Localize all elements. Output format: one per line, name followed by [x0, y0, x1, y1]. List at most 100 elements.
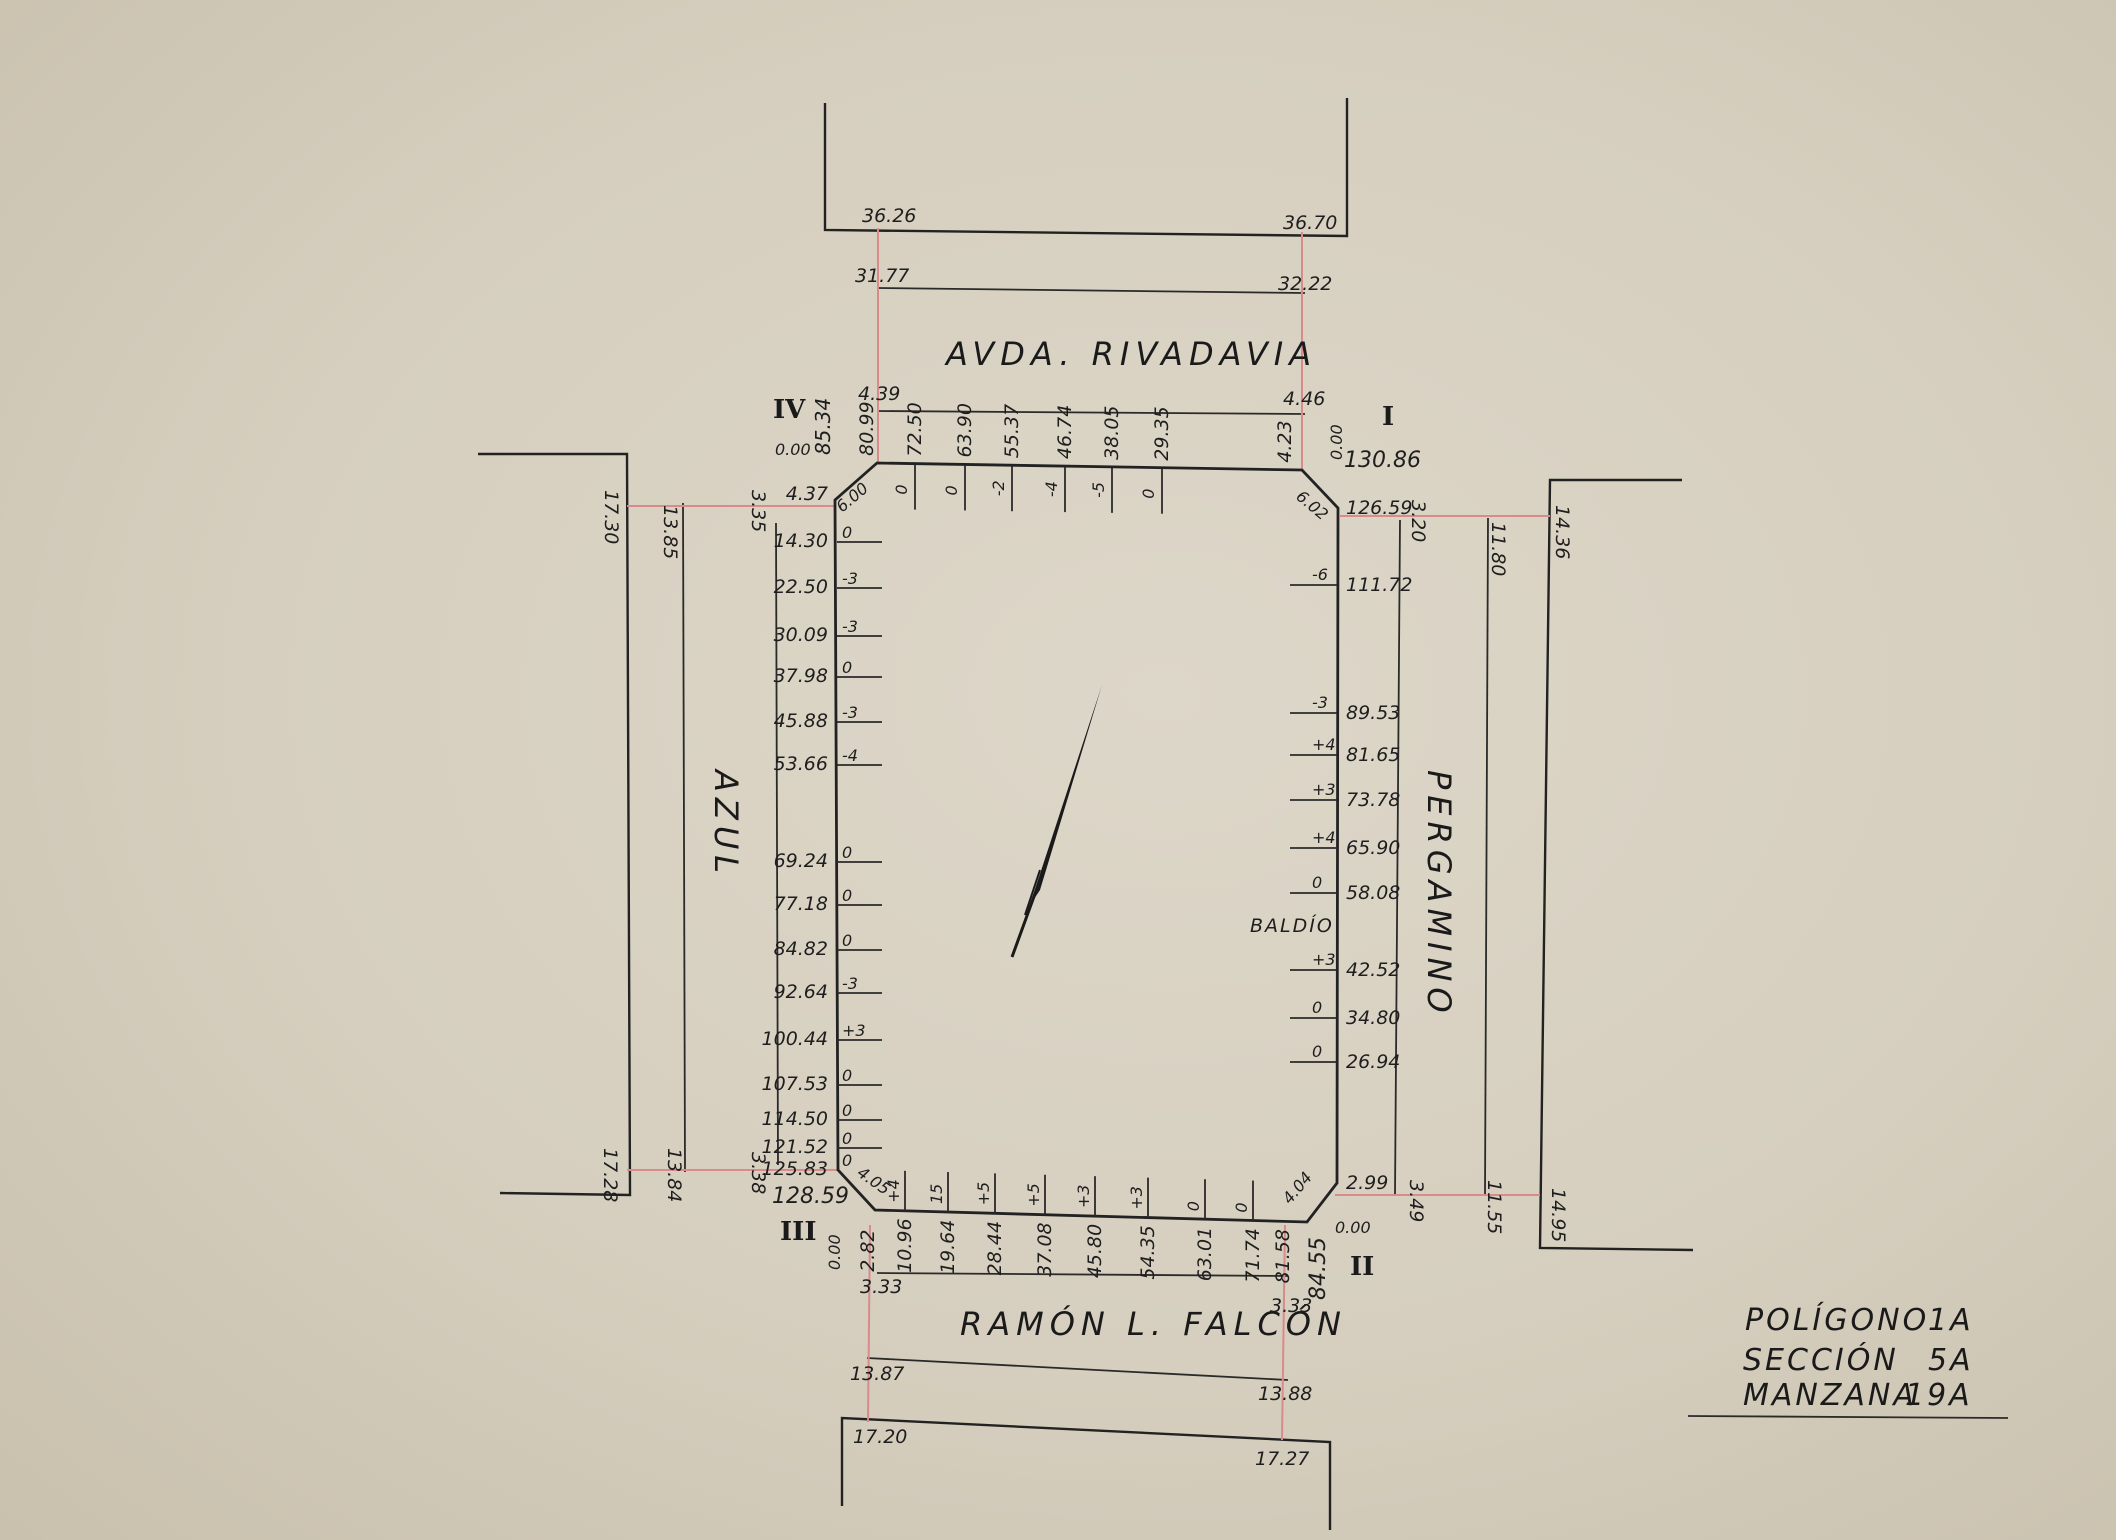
left-tick-value: 45.88 — [774, 710, 828, 732]
bottom-tick-value: 28.44 — [984, 1221, 1006, 1275]
dim-right-inner-top: 3.20 — [1407, 500, 1429, 542]
left-tick-offset: -3 — [842, 569, 858, 588]
zero-top-right: 0.00 — [1327, 424, 1346, 460]
left-tick-offset: 0 — [842, 1151, 852, 1170]
dim-right-mid-top: 11.80 — [1487, 522, 1509, 576]
left-tick-offset: 0 — [842, 1101, 852, 1120]
dim-left-inner-top: 3.35 — [747, 490, 769, 532]
left-tick-value: 92.64 — [774, 981, 828, 1003]
chamfer-IV: 6.00 — [832, 479, 872, 516]
title-block: POLÍGONO 1A SECCIÓN 5A MANZANA 19A — [1687, 1302, 2009, 1419]
left-tick-offset: -3 — [842, 617, 858, 636]
corner-II: II — [1350, 1252, 1374, 1282]
corner-II-value: 84.55 — [1306, 1237, 1331, 1300]
dim-left-outer-top: 17.30 — [600, 490, 622, 544]
left-tick-value: 30.09 — [774, 624, 828, 646]
corner-I: I — [1382, 402, 1394, 432]
bottom-tick-offset: +5 — [1024, 1183, 1043, 1207]
block-perimeter — [833, 461, 1340, 1224]
right-tick-value: 81.65 — [1346, 744, 1400, 766]
right-tick-offset: 0 — [1312, 873, 1322, 892]
vacant-lot-label: BALDÍO — [1250, 914, 1334, 937]
left-tick-offset: -3 — [842, 974, 858, 993]
dim-top-inner-right: 4.46 — [1283, 388, 1325, 410]
dim-bottom-mid-right: 13.88 — [1258, 1383, 1312, 1405]
bottom-tick-value: 10.96 — [894, 1218, 916, 1272]
right-sidewalk — [1484, 517, 1489, 1196]
top-tick-value: 46.74 — [1054, 405, 1076, 459]
top-tick-offset: -5 — [1089, 482, 1108, 498]
bottom-tick-value: 2.82 — [857, 1229, 879, 1271]
left-tick-value: 100.44 — [762, 1028, 828, 1050]
right-tick-offset: +3 — [1312, 780, 1336, 799]
dim-left-mid-top: 13.85 — [659, 505, 681, 559]
right-tick-offset: +4 — [1312, 735, 1336, 754]
right-tick-value: 73.78 — [1346, 789, 1400, 811]
right-tick-offset: +3 — [1312, 950, 1336, 969]
top-tick-value: 55.37 — [1001, 404, 1023, 458]
left-tick-value: 114.50 — [762, 1108, 828, 1130]
left-tick-offset: -4 — [842, 746, 858, 765]
left-sidewalk — [775, 522, 779, 1166]
poligono-label: POLÍGONO — [1745, 1302, 1929, 1338]
right-side-ticks: 126.59111.72-689.53-381.65+473.78+365.90… — [1290, 497, 1412, 1194]
seccion-label: SECCIÓN — [1743, 1341, 1899, 1378]
top-tick-value: 38.05 — [1101, 405, 1123, 459]
street-boundaries — [478, 98, 1694, 1530]
bottom-tick-value: 45.80 — [1084, 1224, 1106, 1278]
right-tick-value: 58.08 — [1346, 882, 1400, 904]
bottom-tick-offset: +3 — [1127, 1186, 1146, 1210]
top-tick-value: 80.99 — [856, 401, 878, 455]
corner-I-value: 130.86 — [1344, 448, 1421, 473]
bottom-tick-value: 71.74 — [1242, 1228, 1264, 1282]
right-tick-value: 26.94 — [1346, 1051, 1400, 1073]
left-tick-value: 14.30 — [774, 530, 828, 552]
street-bottom-name: RAMÓN L. FALCÓN — [960, 1304, 1347, 1343]
right-tick-value: 111.72 — [1346, 574, 1412, 596]
dim-bottom-outer-right: 17.27 — [1255, 1448, 1309, 1470]
corner-IV: IV — [773, 395, 806, 425]
left-tick-offset: 0 — [842, 886, 852, 905]
right-tick-offset: +4 — [1312, 828, 1336, 847]
dim-top-mid-left: 31.77 — [855, 265, 909, 287]
dim-top-inner-left: 4.39 — [858, 383, 900, 405]
dim-top-outer-right: 36.70 — [1283, 212, 1337, 234]
right-tick-value: 34.80 — [1346, 1007, 1400, 1029]
dim-left-outer-bottom: 17.28 — [599, 1148, 621, 1202]
bottom-tick-value: 19.64 — [937, 1220, 959, 1274]
corner-IV-value: 85.34 — [811, 398, 835, 455]
left-tick-value: 84.82 — [774, 938, 828, 960]
left-tick-value: 53.66 — [774, 753, 828, 775]
manzana-value: 19A — [1905, 1378, 1973, 1413]
top-tick-offset: -4 — [1042, 481, 1061, 497]
dim-left-mid-bottom: 13.84 — [663, 1148, 685, 1202]
ref-bottom-right — [1281, 1224, 1286, 1441]
north-arrow-icon — [1010, 685, 1102, 958]
top-curb — [876, 287, 1306, 294]
left-tick-value: 125.83 — [762, 1158, 828, 1180]
dim-top-mid-right: 32.22 — [1278, 273, 1332, 295]
left-tick-offset: 0 — [842, 658, 852, 677]
corner-III-value: 128.59 — [772, 1184, 849, 1209]
street-top-name: AVDA. RIVADAVIA — [944, 335, 1317, 373]
top-tick-value: 72.50 — [904, 402, 926, 456]
right-tick-value: 126.59 — [1346, 497, 1412, 519]
zero-bottom-left: 0.00 — [825, 1234, 844, 1270]
right-tick-offset: 0 — [1312, 1042, 1322, 1061]
zero-bottom-right: 0.00 — [1335, 1218, 1371, 1237]
title-underline — [1687, 1415, 2009, 1419]
left-tick-offset: 0 — [842, 523, 852, 542]
dim-bottom-outer-left: 17.20 — [853, 1426, 907, 1448]
bottom-tick-value: 54.35 — [1137, 1225, 1159, 1279]
bottom-tick-offset: 15 — [927, 1184, 946, 1204]
top-tick-offset: 0 — [942, 485, 961, 495]
manzana-label: MANZANA — [1743, 1378, 1917, 1413]
dim-right-mid-bottom: 11.55 — [1483, 1180, 1505, 1234]
dim-right-outer-bottom: 14.95 — [1547, 1188, 1569, 1242]
dim-bottom-inner-left: 3.33 — [860, 1276, 902, 1298]
dim-bottom-inner-right: 3.33 — [1270, 1295, 1312, 1317]
